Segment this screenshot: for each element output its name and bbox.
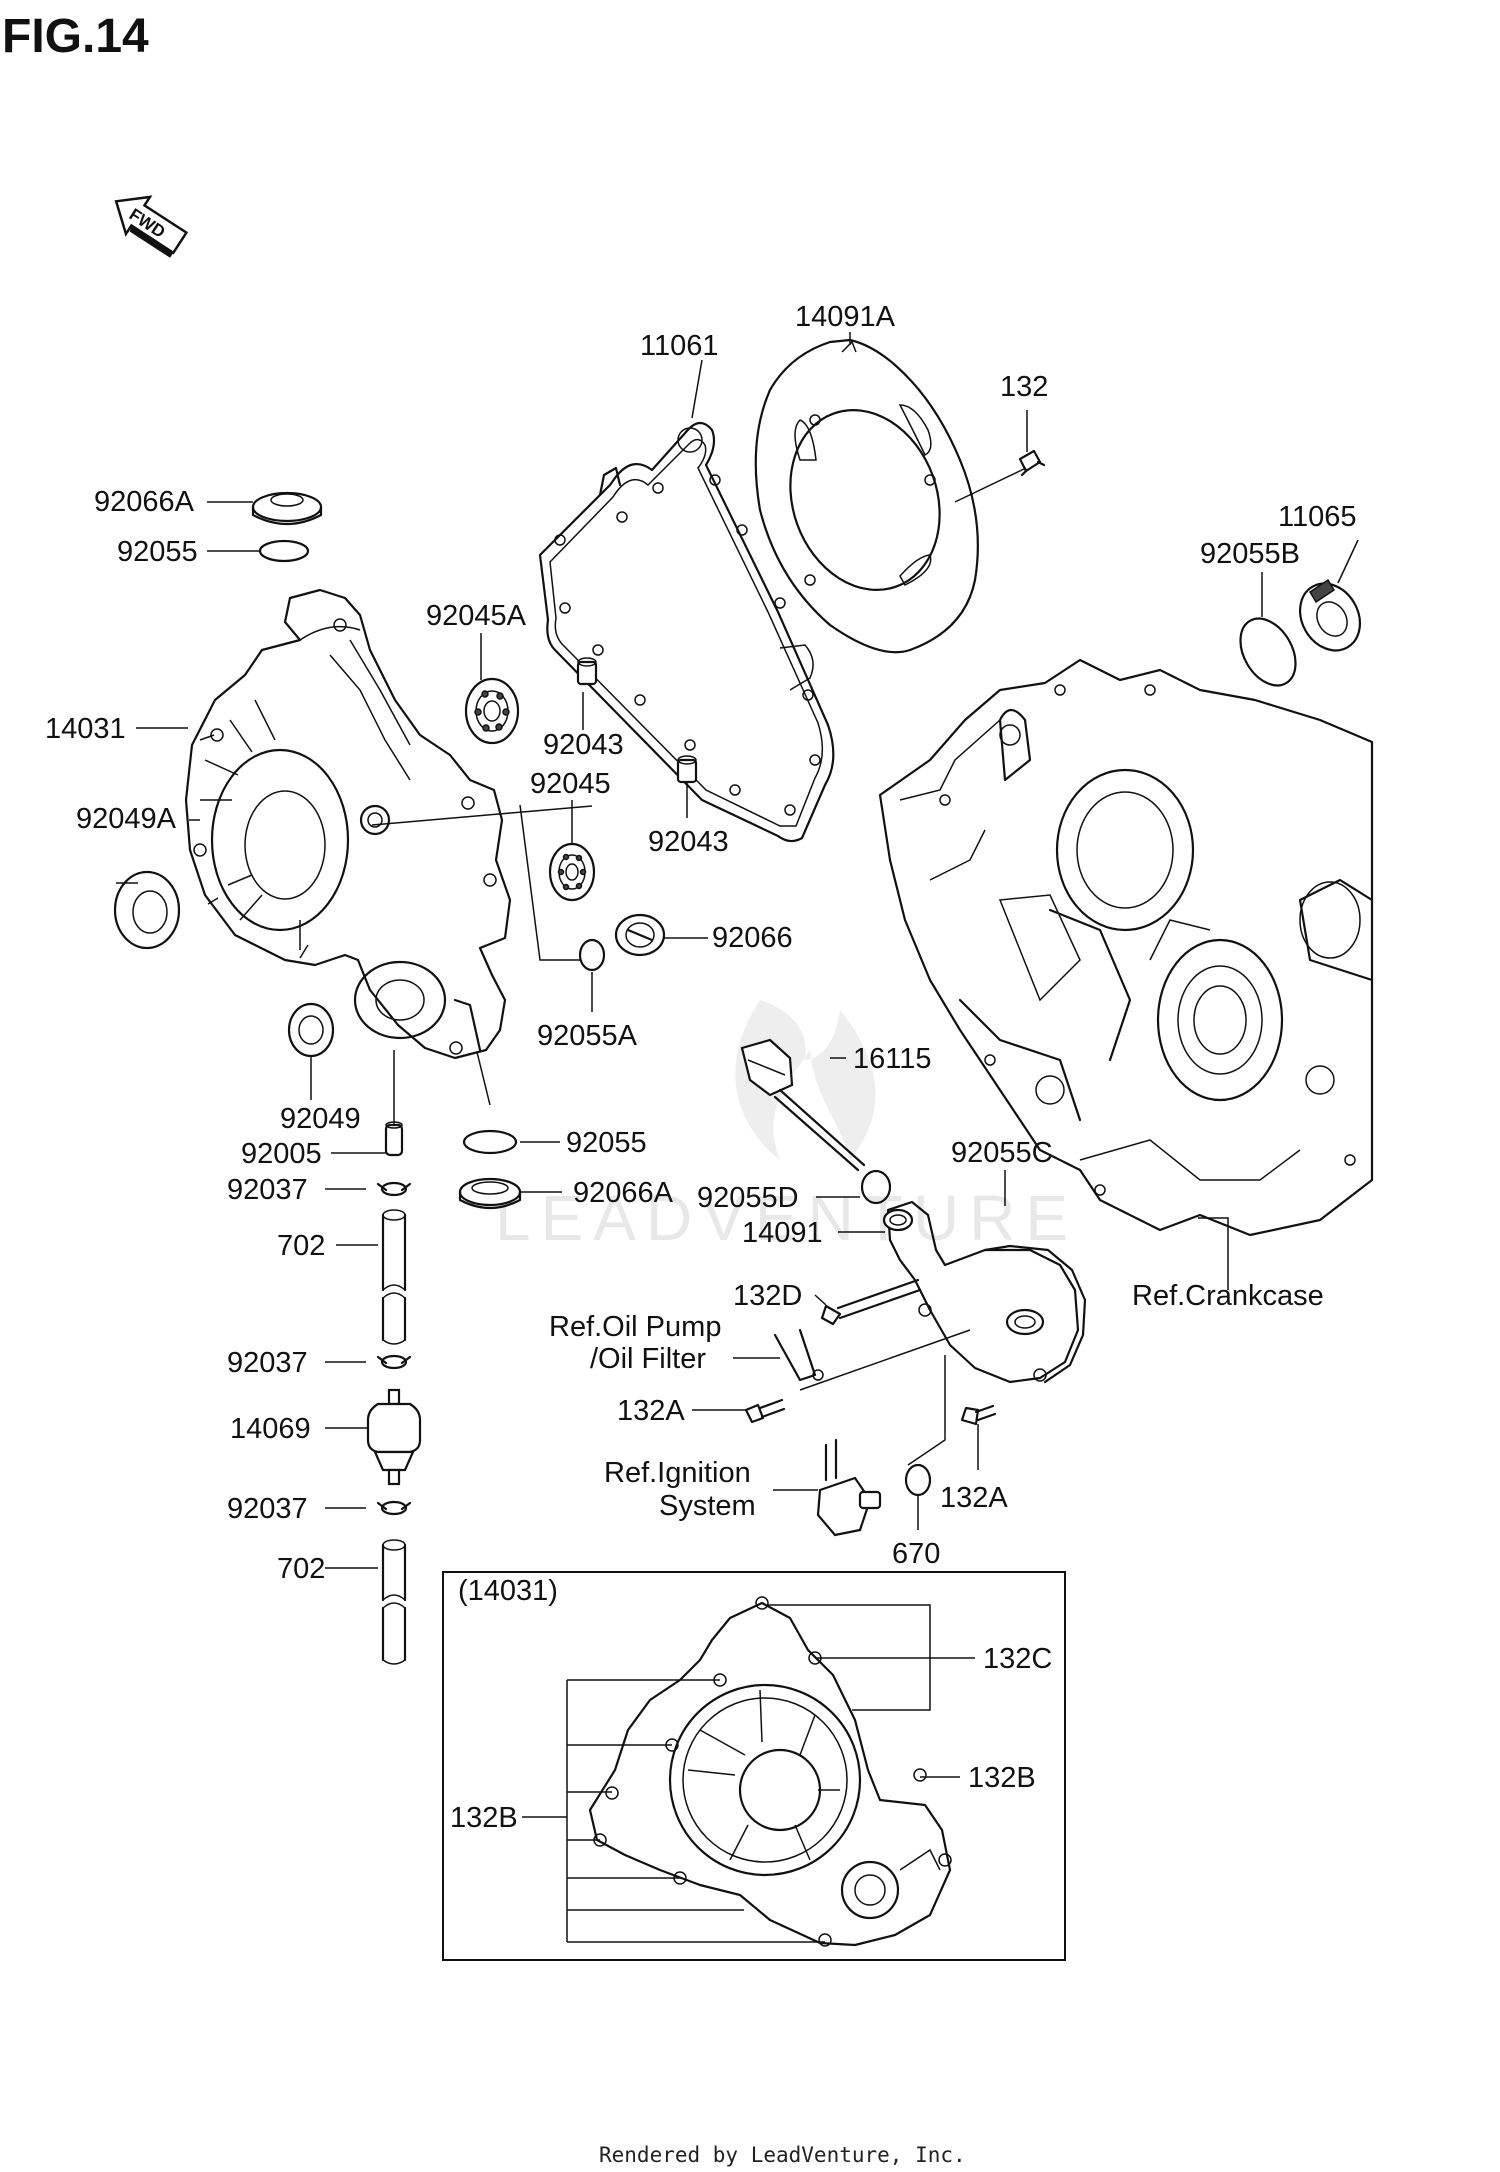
- label-ref-oil-pump: Ref.Oil Pump: [549, 1311, 721, 1343]
- bolt-132d: [820, 1278, 922, 1326]
- cover-14091: [882, 1200, 1087, 1384]
- label-ref-ignition-system: System: [659, 1490, 756, 1522]
- label-92055-top: 92055: [117, 536, 198, 568]
- label-92037-c: 92037: [227, 1493, 308, 1525]
- label-92037-a: 92037: [227, 1174, 308, 1206]
- label-92055b: 92055B: [1200, 538, 1300, 570]
- o-ring-670: [904, 1463, 932, 1497]
- label-ref-crankcase: Ref.Crankcase: [1132, 1280, 1324, 1312]
- cover-14031: [184, 588, 512, 1060]
- inset-14031: (14031) 132C 132B 132B: [442, 1571, 1066, 1961]
- label-670: 670: [892, 1538, 940, 1570]
- ignition-sensor: [816, 1438, 882, 1537]
- hose-702-b: [381, 1539, 407, 1665]
- label-92055a: 92055A: [537, 1020, 638, 1052]
- clamp-92037-c: [376, 1500, 412, 1516]
- dipstick-16115: [740, 1038, 866, 1172]
- o-ring-92055d: [860, 1169, 892, 1205]
- label-14069: 14069: [230, 1413, 311, 1445]
- o-ring-92055-top: [258, 539, 310, 563]
- part-labels: 11061 14091A 132 92066A 92055 11065 9205…: [45, 301, 1357, 1585]
- label-132a-b: 132A: [940, 1482, 1008, 1514]
- label-92049a: 92049A: [76, 803, 177, 835]
- dowel-pin-92043-b: [676, 755, 698, 784]
- label-ref-ignition: Ref.Ignition: [604, 1457, 751, 1489]
- label-11061: 11061: [640, 330, 719, 362]
- cap-92066: [614, 913, 666, 957]
- fitting-92005: [384, 1121, 404, 1157]
- bolt-132a-b: [960, 1404, 997, 1426]
- leader-lines: [116, 332, 1359, 1569]
- label-92066a-mid: 92066A: [573, 1177, 674, 1209]
- o-ring-92055a: [578, 938, 606, 972]
- label-92043-b: 92043: [648, 826, 729, 858]
- fwd-arrow-icon: FWD: [114, 195, 189, 258]
- label-92005: 92005: [241, 1138, 322, 1170]
- label-ref-oil-filter: /Oil Filter: [590, 1343, 706, 1375]
- label-92055c: 92055C: [951, 1137, 1053, 1169]
- oil-pump-bracket: [773, 1328, 824, 1382]
- inset-label-132c: 132C: [983, 1643, 1052, 1675]
- label-14091a: 14091A: [795, 301, 896, 333]
- plug-92066a-top: [251, 491, 323, 525]
- label-92045: 92045: [530, 768, 611, 800]
- label-92037-b: 92037: [227, 1347, 308, 1379]
- bearing-92045a: [464, 677, 520, 745]
- bolt-132a-a: [744, 1398, 786, 1424]
- label-92066: 92066: [712, 922, 793, 954]
- filter-14069: [366, 1388, 422, 1486]
- bearing-92045: [548, 842, 596, 902]
- inset-leader-lines: [522, 1604, 975, 1943]
- inset-label-132b-right: 132B: [968, 1762, 1036, 1794]
- clamp-92037-a: [376, 1181, 412, 1197]
- label-16115: 16115: [853, 1043, 932, 1075]
- dowel-pin-92043-a: [576, 657, 598, 686]
- footer-credit: Rendered by LeadVenture, Inc.: [599, 2143, 966, 2167]
- clamp-92037-b: [376, 1354, 412, 1370]
- o-ring-92055-mid: [462, 1129, 518, 1155]
- label-11065: 11065: [1278, 501, 1357, 533]
- plug-92066a-mid: [458, 1177, 522, 1210]
- label-92066a-top: 92066A: [94, 486, 195, 518]
- oil-seal-92049: [287, 1002, 335, 1058]
- gasket-11061: [538, 421, 835, 843]
- hose-702-a: [381, 1209, 407, 1345]
- plate-14091a: [754, 338, 979, 654]
- label-92045a: 92045A: [426, 600, 527, 632]
- label-14091: 14091: [742, 1217, 823, 1249]
- bolt-132: [1018, 449, 1046, 477]
- figure-title: FIG.14: [2, 10, 149, 63]
- inset-label-132b-left: 132B: [450, 1802, 518, 1834]
- oil-seal-11065: [1298, 578, 1362, 652]
- label-702-a: 702: [277, 1230, 325, 1262]
- label-92049: 92049: [280, 1103, 361, 1135]
- watermark-text: LEADVENTURE: [495, 1182, 1078, 1254]
- label-92055d: 92055D: [697, 1182, 799, 1214]
- label-132: 132: [1000, 371, 1048, 403]
- label-92043-a: 92043: [543, 729, 624, 761]
- oil-seal-92049a: [113, 870, 181, 950]
- crankcase-reference: [878, 658, 1374, 1237]
- label-702-b: 702: [277, 1553, 325, 1585]
- label-132d: 132D: [733, 1280, 802, 1312]
- inset-cover-drawing: [588, 1596, 952, 1947]
- label-14031: 14031: [45, 713, 126, 745]
- label-92055-mid: 92055: [566, 1127, 647, 1159]
- o-ring-92055b: [1239, 617, 1297, 687]
- label-132a-a: 132A: [617, 1395, 685, 1427]
- inset-title: (14031): [458, 1575, 558, 1607]
